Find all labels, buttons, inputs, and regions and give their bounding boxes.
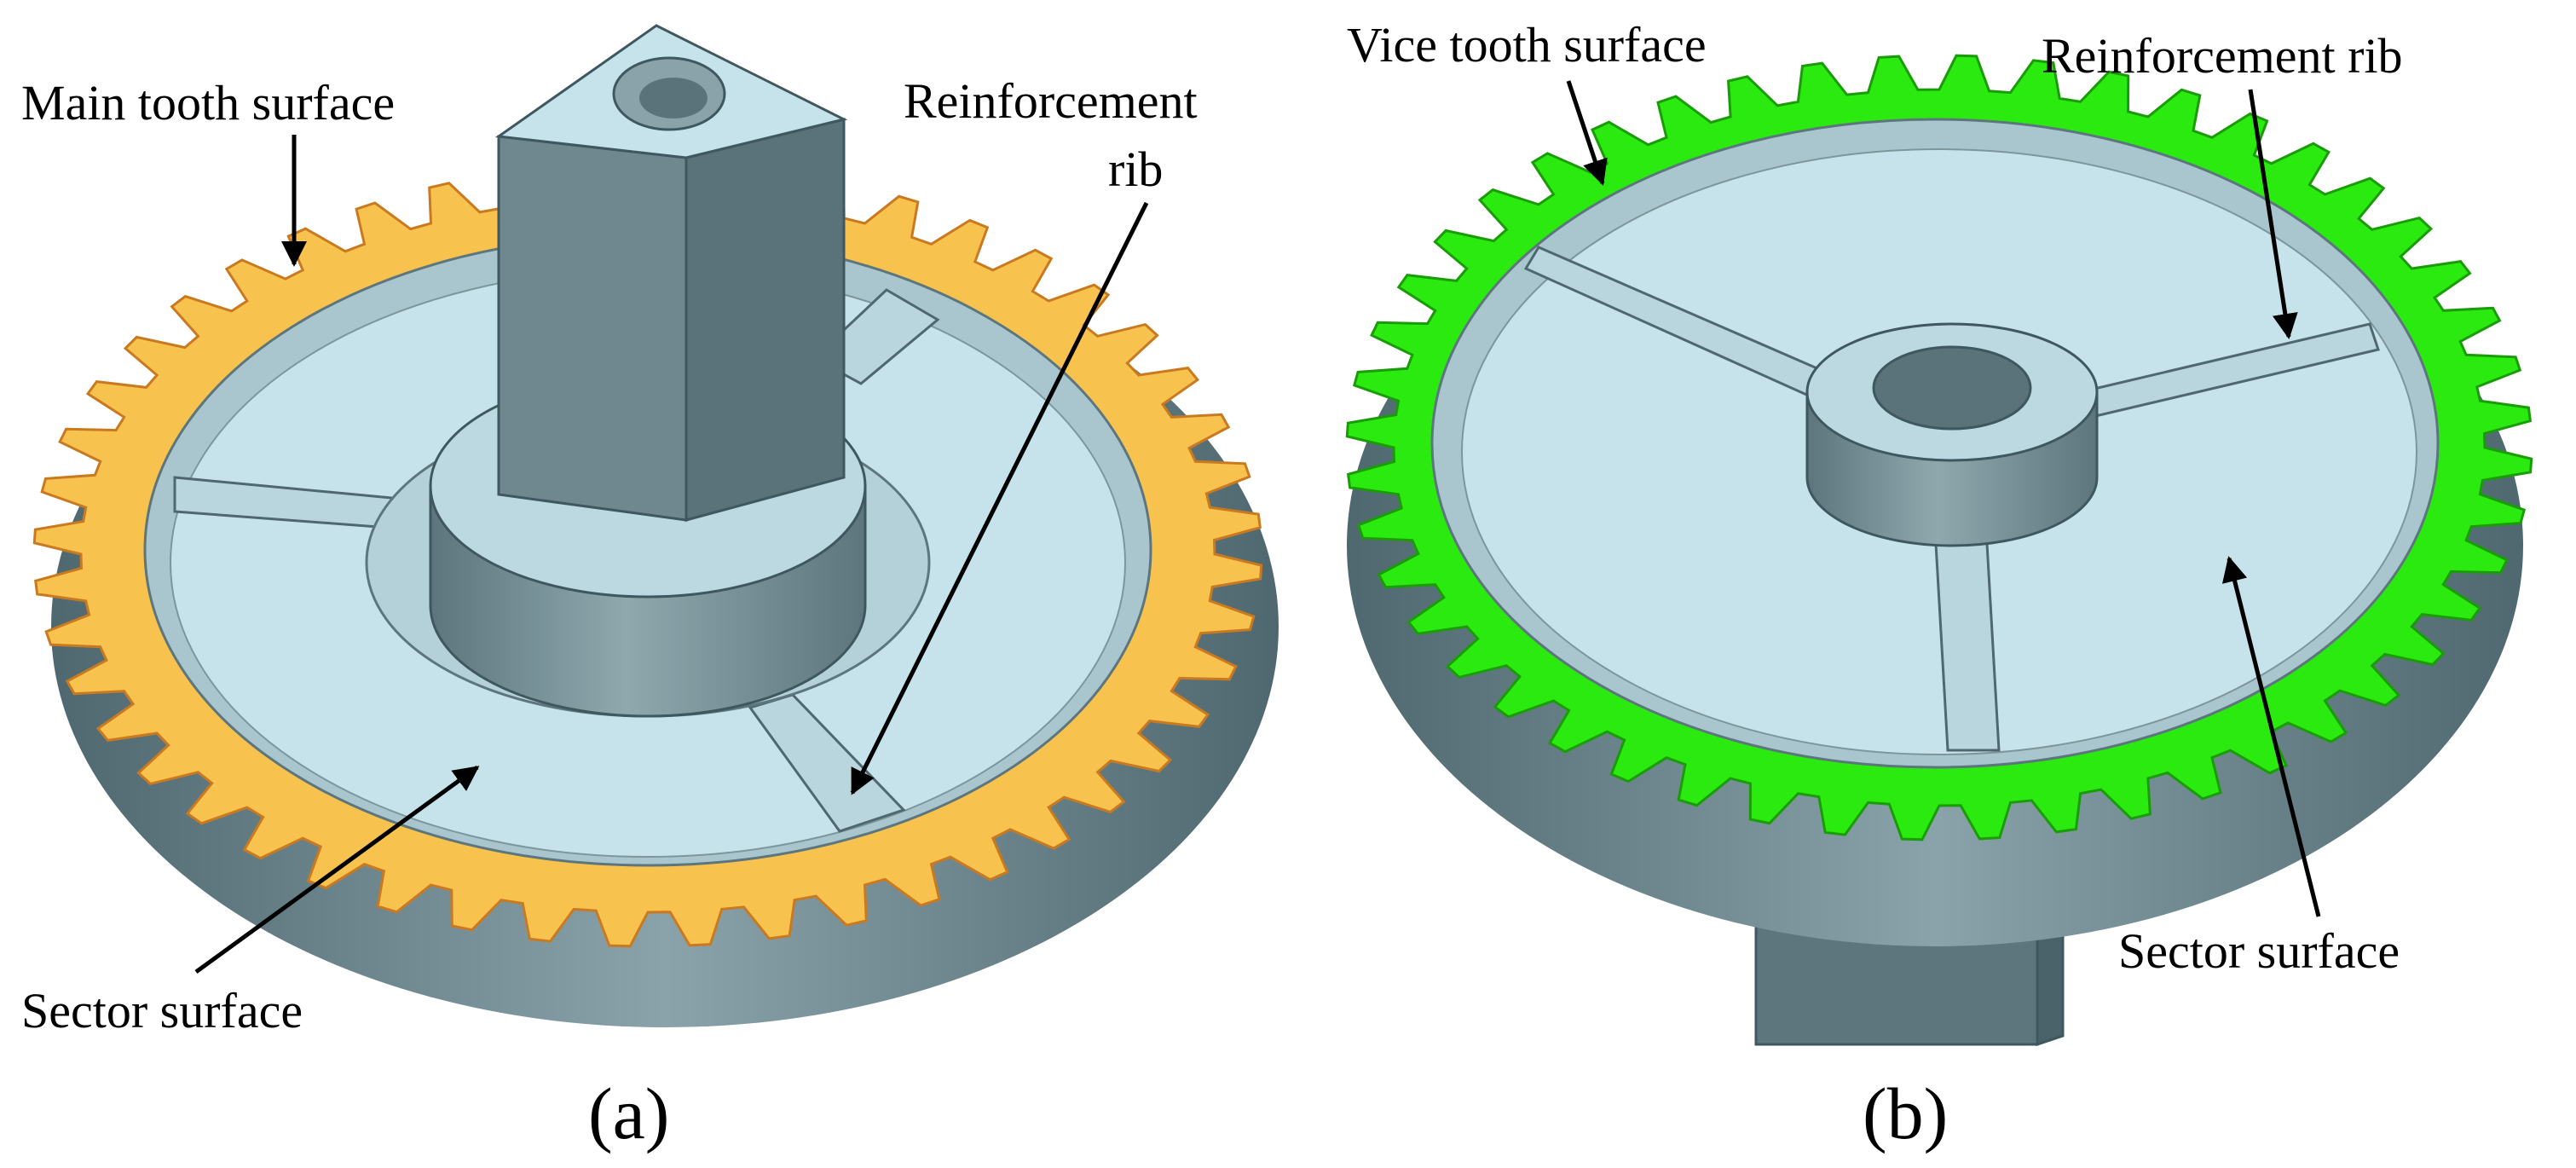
gear-a-square-shaft [494,24,848,522]
arrow-reinforcement-rib-b [2248,89,2298,339]
panel-a: Main tooth surface Reinforcement rib Sec… [21,24,1279,1154]
label-vice-tooth-surface: Vice tooth surface [1347,17,1707,72]
label-sector-surface-a: Sector surface [21,983,303,1038]
arrow-vice-tooth-surface [1566,80,1608,186]
label-sector-surface-b: Sector surface [2118,923,2400,979]
label-reinforcement-rib-a-line1: Reinforcement [904,73,1198,129]
gear-b-hub-hole [1872,345,2032,431]
label-reinforcement-rib-b: Reinforcement rib [2042,28,2403,84]
arrow-sector-surface-a [194,765,480,974]
panel-b: Vice tooth surface Reinforcement rib Sec… [1345,17,2533,1154]
caption-b: (b) [1863,1073,1948,1154]
gear-b-hub [1805,322,2099,547]
arrow-sector-surface-b [2221,556,2321,917]
arrow-reinforcement-rib-a [850,201,1149,795]
label-main-tooth-surface: Main tooth surface [21,75,395,130]
label-reinforcement-rib-a-line2: rib [1108,142,1163,197]
gear-b-rib-bottom [1933,527,2001,752]
caption-a: (a) [588,1073,669,1154]
